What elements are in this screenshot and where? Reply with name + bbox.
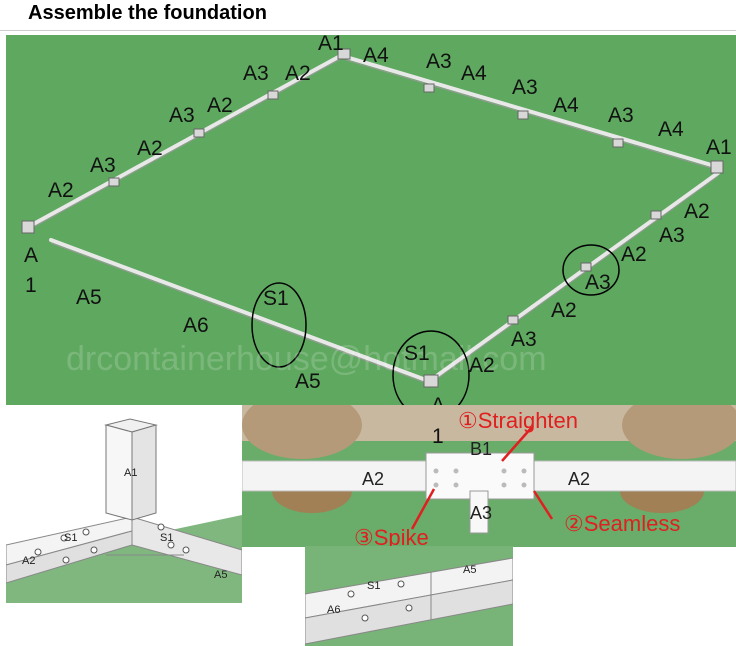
label-a1: A1 bbox=[124, 467, 137, 479]
foundation-overview-diagram: drcontainerhouse@hotmail.com A1 A4 A3 A4… bbox=[6, 35, 736, 405]
label-a3: A3 bbox=[169, 105, 195, 126]
label-a4: A4 bbox=[658, 119, 684, 140]
step-seamless-label: ②Seamless bbox=[564, 511, 680, 537]
label-a6: A6 bbox=[327, 604, 340, 616]
label-a2: A2 bbox=[207, 95, 233, 116]
s1-connector-detail-diagram: S1 A5 A6 bbox=[305, 546, 513, 646]
label-a6: A6 bbox=[183, 315, 209, 336]
label-a3: A3 bbox=[243, 63, 269, 84]
label-s1: S1 bbox=[160, 532, 173, 544]
label-a2: A2 bbox=[551, 300, 577, 321]
label-a1-right: A1 bbox=[706, 137, 732, 158]
corner-detail-diagram: A1 S1 S1 A2 A5 bbox=[6, 405, 242, 603]
label-a2: A2 bbox=[137, 138, 163, 159]
label-a2: A2 bbox=[285, 63, 311, 84]
label-s1: S1 bbox=[263, 288, 289, 309]
joint-detail-diagram: ①Straighten B1 A2 A2 A3 ②Seamless ③Spike bbox=[242, 405, 736, 547]
step-spike-label: ③Spike bbox=[354, 525, 429, 547]
label-a1-top: A1 bbox=[318, 35, 344, 54]
label-a3: A3 bbox=[470, 503, 492, 524]
s1-detail-drawing bbox=[305, 546, 513, 646]
label-a5: A5 bbox=[76, 287, 102, 308]
label-a3: A3 bbox=[511, 329, 537, 350]
label-a3: A3 bbox=[659, 225, 685, 246]
label-a2: A2 bbox=[48, 180, 74, 201]
label-a4: A4 bbox=[363, 45, 389, 66]
label-a3: A3 bbox=[608, 105, 634, 126]
label-a2: A2 bbox=[362, 469, 384, 490]
label-a-left: A bbox=[24, 245, 38, 266]
label-b1: B1 bbox=[470, 439, 492, 460]
label-1-left: 1 bbox=[25, 275, 37, 296]
label-a4: A4 bbox=[553, 95, 579, 116]
label-a2: A2 bbox=[22, 555, 35, 567]
label-a3: A3 bbox=[90, 155, 116, 176]
label-a5: A5 bbox=[214, 569, 227, 581]
label-a2: A2 bbox=[568, 469, 590, 490]
corner-detail-drawing bbox=[6, 405, 242, 603]
label-a4: A4 bbox=[461, 63, 487, 84]
label-s1: S1 bbox=[64, 532, 77, 544]
label-a2: A2 bbox=[621, 244, 647, 265]
label-a3: A3 bbox=[585, 272, 611, 293]
label-a3: A3 bbox=[512, 77, 538, 98]
label-a5: A5 bbox=[463, 564, 476, 576]
divider bbox=[0, 30, 736, 31]
label-a2: A2 bbox=[469, 355, 495, 376]
label-a3: A3 bbox=[426, 51, 452, 72]
label-1-bottom: 1 bbox=[432, 426, 444, 447]
step-straighten-label: ①Straighten bbox=[458, 408, 578, 434]
label-s1: S1 bbox=[404, 343, 430, 364]
page-title: Assemble the foundation bbox=[28, 2, 267, 25]
label-a-bottom: A bbox=[431, 395, 445, 405]
label-a2: A2 bbox=[684, 201, 710, 222]
label-a5: A5 bbox=[295, 371, 321, 392]
label-s1: S1 bbox=[367, 580, 380, 592]
